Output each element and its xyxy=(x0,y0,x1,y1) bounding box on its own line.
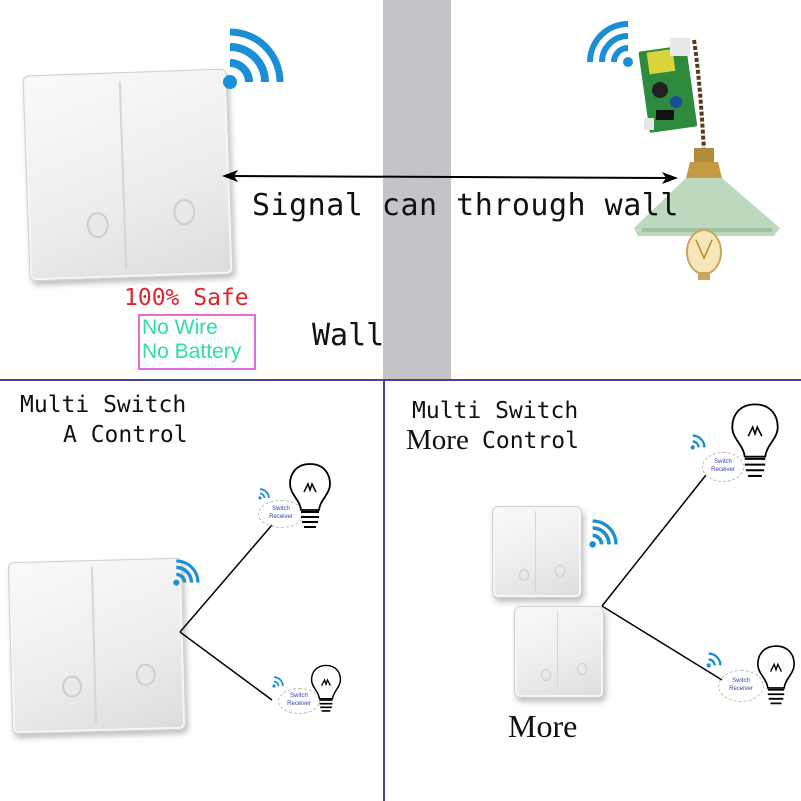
signal-text: Signal can through wall xyxy=(252,188,679,223)
signal-arrow xyxy=(222,170,678,184)
more-label: More xyxy=(508,708,578,744)
wall-switch-right-lower xyxy=(514,606,604,698)
receiver-badge-lower: Switch Receiver xyxy=(718,670,764,702)
wifi-icon xyxy=(173,559,200,586)
wifi-icon xyxy=(587,21,633,67)
receiver-label-2: Receiver xyxy=(729,686,753,692)
right-title-line-1: Multi Switch xyxy=(412,398,579,424)
wall-label: Wall xyxy=(312,318,385,353)
safe-line-1: No Wire xyxy=(142,316,218,339)
switch-divider xyxy=(535,511,536,591)
receiver-label-1: Switch xyxy=(272,506,290,512)
receiver-label-2: Receiver xyxy=(269,514,293,520)
receiver-label-2: Receiver xyxy=(287,701,311,707)
receiver-badge-upper: Switch Receiver xyxy=(702,452,744,482)
wifi-icon xyxy=(589,519,618,548)
receiver-badge-upper: Switch Receiver xyxy=(258,500,304,528)
wifi-icon xyxy=(706,652,722,668)
receiver-label-1: Switch xyxy=(714,459,732,465)
receiver-module-icon xyxy=(638,38,698,133)
vertical-divider xyxy=(383,380,385,801)
horizontal-divider xyxy=(0,379,801,381)
left-title-line-2: A Control xyxy=(63,422,188,448)
wifi-icon xyxy=(272,676,284,688)
safe-box: No Wire No Battery xyxy=(138,314,256,370)
wall-band xyxy=(383,0,451,380)
light-bulb-icon xyxy=(310,664,342,712)
safe-line-2: No Battery xyxy=(142,340,242,363)
wifi-icon xyxy=(258,488,270,500)
wifi-icon xyxy=(690,434,706,450)
receiver-label-2: Receiver xyxy=(711,467,735,473)
switch-button-right xyxy=(555,565,565,577)
switch-divider xyxy=(557,611,558,691)
receiver-badge-lower: Switch Receiver xyxy=(278,688,320,714)
safe-title: 100% Safe xyxy=(124,285,249,311)
right-title-control: Control xyxy=(482,428,579,454)
wifi-icon xyxy=(223,28,284,89)
right-title-more: More xyxy=(406,424,469,456)
wall-switch-right-upper xyxy=(492,506,582,598)
light-bulb-icon xyxy=(289,463,331,528)
switch-button-left xyxy=(519,569,529,581)
receiver-label-1: Switch xyxy=(290,693,308,699)
pendant-lamp-icon xyxy=(634,39,780,280)
light-bulb-icon xyxy=(731,403,779,477)
switch-button-left xyxy=(541,669,551,681)
left-title-line-1: Multi Switch xyxy=(20,392,187,418)
light-bulb-icon xyxy=(756,645,796,705)
receiver-label-1: Switch xyxy=(732,678,750,684)
switch-button-right xyxy=(577,663,587,675)
